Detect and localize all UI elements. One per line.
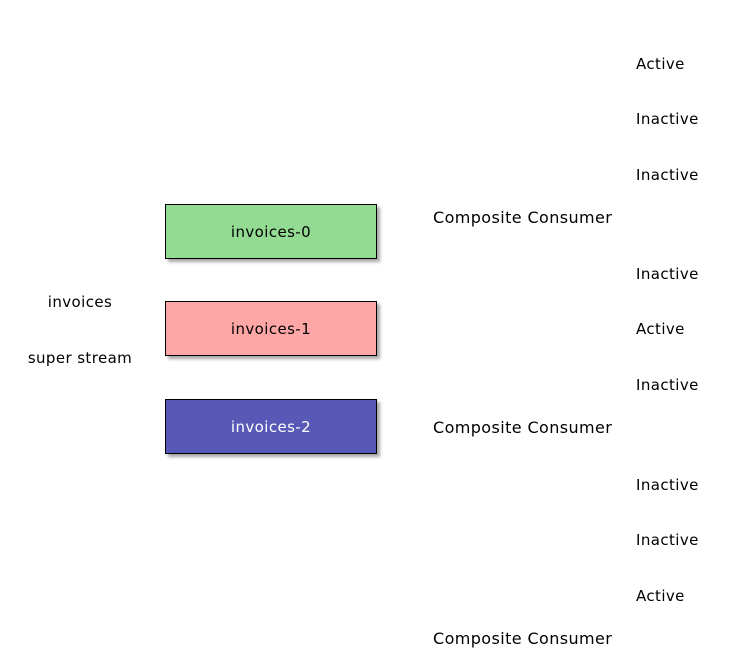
consumer-status: Inactive	[636, 476, 699, 494]
consumer-status: Active	[636, 320, 685, 338]
consumer-status: Inactive	[636, 110, 699, 128]
composite-consumer-caption: Composite Consumer	[433, 208, 613, 227]
partition-label: invoices-2	[230, 417, 312, 436]
consumer-status: Inactive	[636, 376, 699, 394]
composite-consumer-caption: Composite Consumer	[433, 629, 613, 648]
composite-consumer-group-1: consumer consumer consumer Active Inacti…	[426, 35, 730, 235]
consumer-status: Inactive	[636, 265, 699, 283]
partition-invoices-0: invoices-0	[165, 204, 377, 259]
composite-consumer-caption: Composite Consumer	[433, 418, 613, 437]
consumer-status: Active	[636, 587, 685, 605]
consumer-status: Active	[636, 55, 685, 73]
partition-invoices-2: invoices-2	[165, 399, 377, 454]
composite-consumer-group-2: consumer consumer consumer Inactive Acti…	[426, 245, 730, 445]
consumer-status: Inactive	[636, 531, 699, 549]
partition-label: invoices-1	[230, 319, 312, 338]
consumer-status: Inactive	[636, 166, 699, 184]
partition-invoices-1: invoices-1	[165, 301, 377, 356]
composite-consumer-group-3: consumer consumer consumer Inactive Inac…	[426, 456, 730, 656]
partition-label: invoices-0	[230, 222, 312, 241]
super-stream-type: super stream	[27, 349, 133, 367]
super-stream-title: invoices super stream	[0, 293, 160, 368]
super-stream-name: invoices	[47, 293, 113, 311]
